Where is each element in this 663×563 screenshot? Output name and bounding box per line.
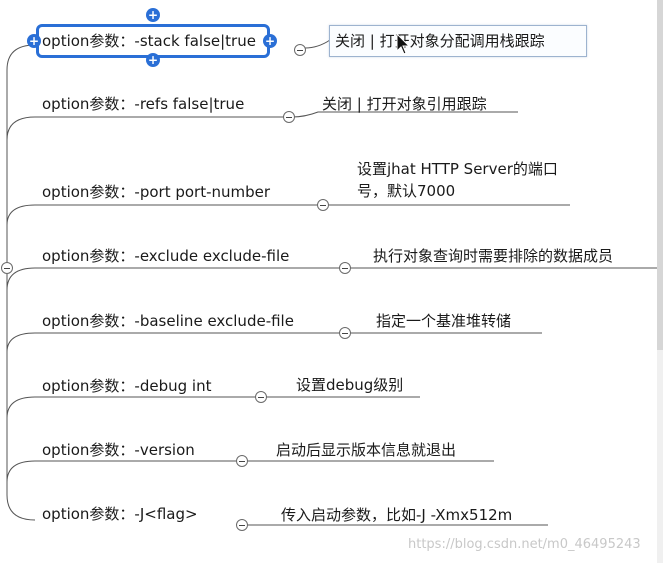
description-box-1: [329, 25, 587, 57]
trunk-line: [6, 44, 36, 268]
branch-line-4: [6, 267, 342, 291]
add-sibling-left-plus-icon[interactable]: +: [27, 34, 41, 48]
description-node-1[interactable]: 关闭 | 打开对象分配调用栈跟踪: [335, 32, 545, 50]
mouse-cursor-icon: [396, 33, 411, 55]
branch-line-3: [6, 204, 320, 226]
node-2-collapse-toggle[interactable]: [283, 111, 295, 123]
node-1-collapse-toggle[interactable]: [294, 44, 306, 56]
description-node-4[interactable]: 执行对象查询时需要排除的数据成员: [373, 247, 614, 265]
desc-line-1: [304, 39, 331, 49]
option-node-2[interactable]: option参数：-refs false|true: [42, 95, 245, 113]
option-node-8[interactable]: option参数：-J<flag>: [42, 505, 198, 523]
node-5-collapse-toggle[interactable]: [339, 327, 351, 339]
option-node-5[interactable]: option参数：-baseline exclude-file: [42, 312, 294, 330]
add-child-plus-icon[interactable]: +: [146, 53, 160, 67]
root-collapse-toggle[interactable]: [1, 262, 13, 274]
branch-line-2: [6, 116, 286, 141]
add-sibling-right-plus-icon[interactable]: +: [263, 34, 277, 48]
option-node-6[interactable]: option参数：-debug int: [42, 377, 212, 395]
node-4-collapse-toggle[interactable]: [339, 262, 351, 274]
node-8-collapse-toggle[interactable]: [236, 519, 248, 531]
description-node-6[interactable]: 设置debug级别: [296, 376, 404, 394]
option-node-4[interactable]: option参数：-exclude exclude-file: [42, 247, 290, 265]
description-node-2[interactable]: 关闭 | 打开对象引用跟踪: [322, 95, 487, 113]
description-node-3[interactable]: 设置jhat HTTP Server的端口号，默认7000: [357, 160, 558, 200]
node-6-collapse-toggle[interactable]: [255, 391, 267, 403]
node-7-collapse-toggle[interactable]: [236, 455, 248, 467]
scrollbar-thumb[interactable]: [657, 0, 663, 350]
branch-line-7: [6, 460, 240, 483]
watermark-text: https://blog.csdn.net/m0_46495243: [408, 537, 641, 552]
option-node-1[interactable]: option参数：-stack false|true: [42, 32, 256, 50]
add-parent-plus-icon[interactable]: +: [146, 8, 160, 22]
description-node-7[interactable]: 启动后显示版本信息就退出: [276, 441, 457, 459]
option-node-3[interactable]: option参数：-port port-number: [42, 183, 271, 201]
branch-line-6: [6, 396, 258, 419]
node-3-collapse-toggle[interactable]: [317, 199, 329, 211]
option-node-7[interactable]: option参数：-version: [42, 441, 195, 459]
description-node-5[interactable]: 指定一个基准堆转储: [376, 312, 512, 330]
description-node-8[interactable]: 传入启动参数，比如-J -Xmx512m: [281, 506, 513, 524]
trunk-line-lower: [6, 268, 36, 521]
branch-line-5: [6, 332, 342, 353]
